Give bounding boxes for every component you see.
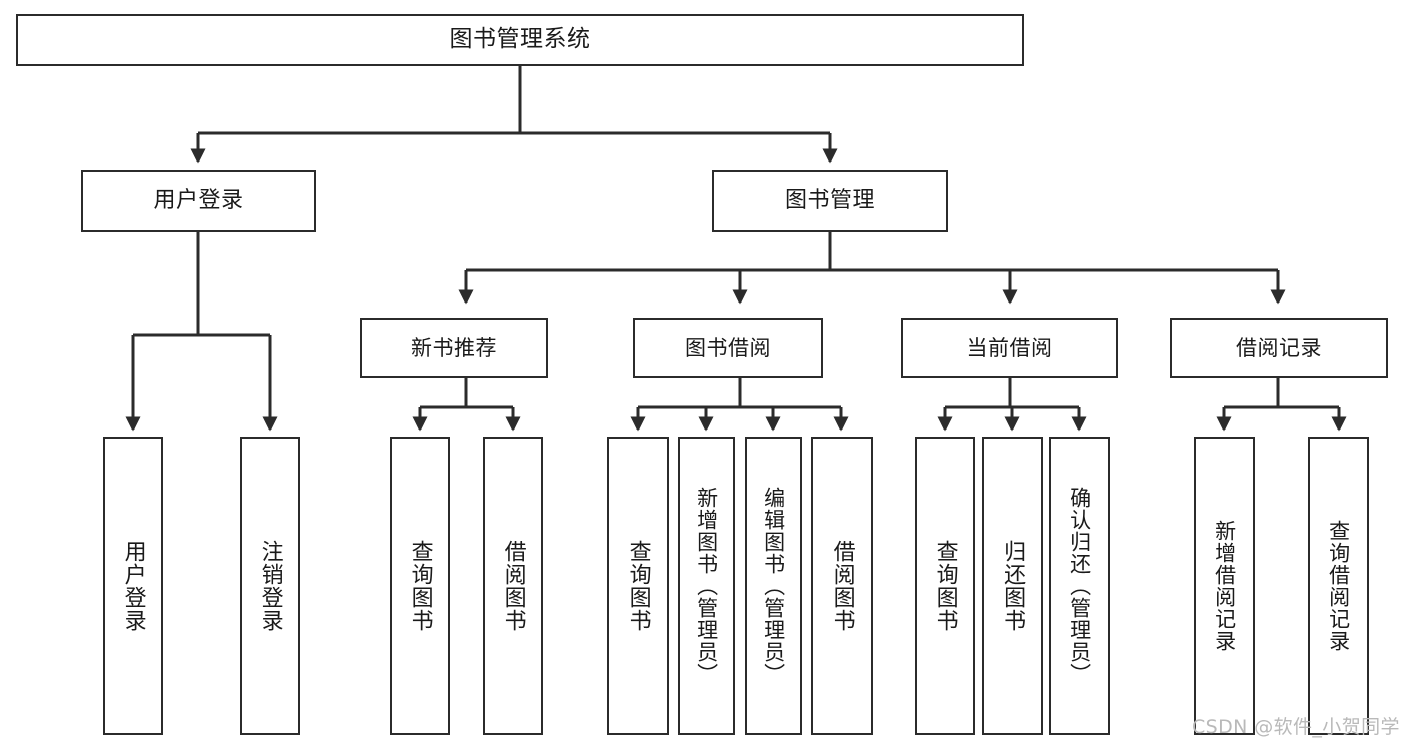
node-label: 注销登录: [257, 540, 283, 632]
node-current-borrow[interactable]: 当前借阅: [901, 318, 1118, 378]
node-label: 查询图书: [932, 540, 958, 632]
node-borrow-record[interactable]: 借阅记录: [1170, 318, 1388, 378]
node-book-borrow[interactable]: 图书借阅: [633, 318, 823, 378]
node-label: 新书推荐: [411, 335, 497, 360]
node-label: 借阅图书: [500, 540, 526, 632]
node-new-book-recommend[interactable]: 新书推荐: [360, 318, 548, 378]
leaf-user-login-login[interactable]: 用户登录: [103, 437, 163, 735]
watermark-text: CSDN @软件_小贺同学: [1192, 716, 1400, 738]
leaf-current-borrow-return-book[interactable]: 归还图书: [982, 437, 1043, 735]
leaf-user-login-logout[interactable]: 注销登录: [240, 437, 300, 735]
node-label: 借阅记录: [1236, 335, 1322, 360]
node-label: 借阅图书: [829, 540, 855, 632]
leaf-current-borrow-confirm-return-admin[interactable]: 确认归还（管理员）: [1049, 437, 1110, 735]
node-label: 查询图书: [625, 540, 651, 632]
leaf-book-borrow-add-book-admin[interactable]: 新增图书（管理员）: [678, 437, 735, 735]
node-root-book-management-system[interactable]: 图书管理系统: [16, 14, 1024, 66]
leaf-book-borrow-query-book[interactable]: 查询图书: [607, 437, 669, 735]
node-label: 编辑图书（管理员）: [761, 487, 786, 685]
leaf-book-borrow-borrow-book[interactable]: 借阅图书: [811, 437, 873, 735]
node-label: 图书借阅: [685, 335, 771, 360]
node-book-management[interactable]: 图书管理: [712, 170, 948, 232]
node-label: 确认归还（管理员）: [1067, 487, 1092, 685]
node-label: 用户登录: [153, 188, 244, 214]
node-label: 图书管理: [784, 188, 875, 214]
node-label: 用户登录: [120, 540, 146, 632]
node-label: 归还图书: [1000, 540, 1026, 632]
node-label: 查询借阅记录: [1326, 520, 1351, 652]
node-user-login[interactable]: 用户登录: [81, 170, 316, 232]
node-label: 查询图书: [407, 540, 433, 632]
node-label: 图书管理系统: [449, 26, 591, 53]
leaf-borrow-record-add-record[interactable]: 新增借阅记录: [1194, 437, 1255, 735]
node-label: 新增图书（管理员）: [694, 487, 719, 685]
leaf-book-borrow-edit-book-admin[interactable]: 编辑图书（管理员）: [745, 437, 802, 735]
node-label: 当前借阅: [966, 335, 1053, 360]
leaf-borrow-record-query-record[interactable]: 查询借阅记录: [1308, 437, 1369, 735]
node-label: 新增借阅记录: [1212, 520, 1237, 652]
leaf-current-borrow-query-book[interactable]: 查询图书: [915, 437, 975, 735]
leaf-new-book-query-book[interactable]: 查询图书: [390, 437, 450, 735]
leaf-new-book-borrow-book[interactable]: 借阅图书: [483, 437, 543, 735]
